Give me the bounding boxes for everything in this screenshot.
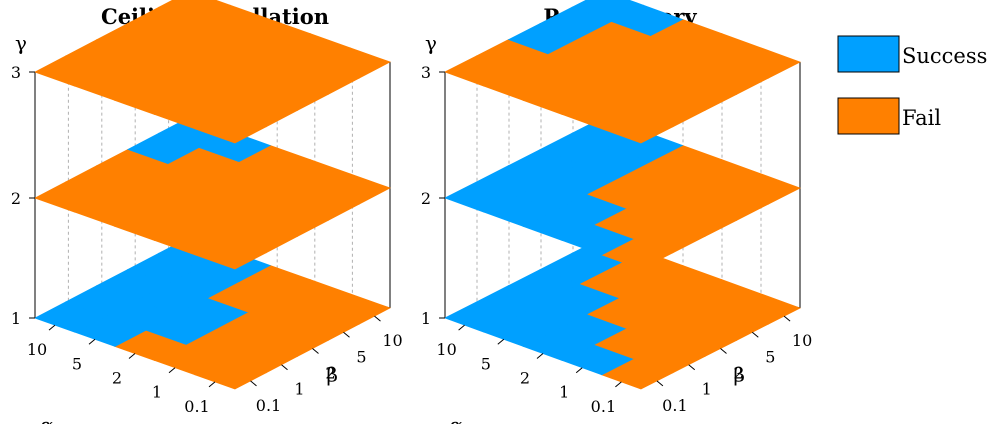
alpha-tick-label: 5 (72, 354, 82, 373)
alpha-tick-label: 10 (436, 340, 456, 359)
cell-fail (158, 0, 231, 22)
gamma-tick-label: 3 (421, 63, 431, 82)
beta-tick-label: 0.1 (662, 396, 687, 415)
cell-success (571, 0, 645, 22)
alpha-tick (48, 324, 56, 331)
beta-tick (720, 348, 727, 354)
alpha-tick-label: 2 (112, 369, 122, 388)
gamma-tick-label: 2 (421, 189, 431, 208)
alpha-axis-label: α (40, 413, 54, 424)
beta-tick (312, 348, 319, 354)
layer-gamma-2 (34, 116, 391, 270)
gamma-axis: 1 2 3 γ (421, 31, 445, 328)
legend-swatch-success (837, 35, 900, 73)
beta-tick-label: 10 (382, 331, 402, 350)
beta-tick (374, 315, 381, 322)
alpha-axis: 0.1 1 2 5 10 α (436, 324, 622, 424)
layer-gamma-3 (34, 0, 391, 144)
alpha-axis: 0.1 1 2 5 10 α (27, 324, 216, 424)
alpha-tick (536, 353, 544, 359)
beta-tick (751, 331, 759, 338)
beta-tick (656, 380, 664, 387)
alpha-tick (88, 338, 96, 345)
alpha-tick-label: 1 (559, 383, 569, 402)
beta-tick (688, 364, 696, 371)
beta-tick (783, 315, 791, 322)
alpha-tick-label: 2 (520, 369, 530, 388)
beta-tick-label: 5 (356, 347, 366, 366)
beta-tick-label: 1 (702, 380, 712, 399)
beta-tick-label: 1 (294, 380, 304, 399)
alpha-tick (575, 367, 583, 374)
alpha-tick-label: 0.1 (591, 397, 616, 416)
legend-swatch-fail (837, 97, 900, 135)
alpha-tick-label: 5 (481, 354, 491, 373)
beta-tick (250, 380, 257, 387)
alpha-tick (128, 353, 136, 359)
beta-tick-label: 5 (765, 347, 775, 366)
beta-axis-label: β (733, 363, 745, 387)
gamma-tick-label: 2 (11, 189, 21, 208)
beta-tick (281, 364, 288, 371)
beta-axis: 0.1 1 2 5 10 β (250, 315, 403, 415)
gamma-axis-label: γ (425, 31, 437, 55)
layer-gamma-1 (34, 236, 391, 390)
beta-tick-label: 2 (733, 364, 743, 383)
beta-tick-label: 2 (325, 364, 335, 383)
beta-axis: 0.1 1 2 5 10 β (656, 315, 812, 415)
alpha-tick-label: 1 (152, 383, 162, 402)
alpha-tick (168, 367, 176, 374)
legend-label-success: Success (902, 44, 987, 68)
beta-tick-label: 0.1 (256, 396, 281, 415)
beta-tick-label: 10 (792, 331, 812, 350)
panel-ceiling-installation: Ceiling Installation123γ0.112510α0.11251… (11, 0, 403, 424)
alpha-axis-label: α (449, 413, 463, 424)
alpha-tick (497, 338, 505, 345)
alpha-tick (615, 381, 622, 388)
alpha-tick (458, 324, 465, 331)
gamma-tick-label: 1 (11, 309, 21, 328)
layer-gamma-3 (443, 0, 802, 144)
gamma-axis: 1 2 3 γ (11, 31, 35, 328)
legend-label-fail: Fail (902, 106, 941, 130)
legend: Success Fail (837, 35, 987, 135)
gamma-axis-label: γ (15, 31, 27, 55)
beta-tick (343, 331, 350, 338)
gamma-tick-label: 1 (421, 309, 431, 328)
alpha-tick-label: 10 (27, 340, 47, 359)
alpha-tick (208, 381, 216, 388)
gamma-tick-label: 3 (11, 63, 21, 82)
alpha-tick-label: 0.1 (184, 397, 209, 416)
beta-axis-label: β (326, 363, 338, 387)
layer-gamma-2 (443, 116, 802, 270)
